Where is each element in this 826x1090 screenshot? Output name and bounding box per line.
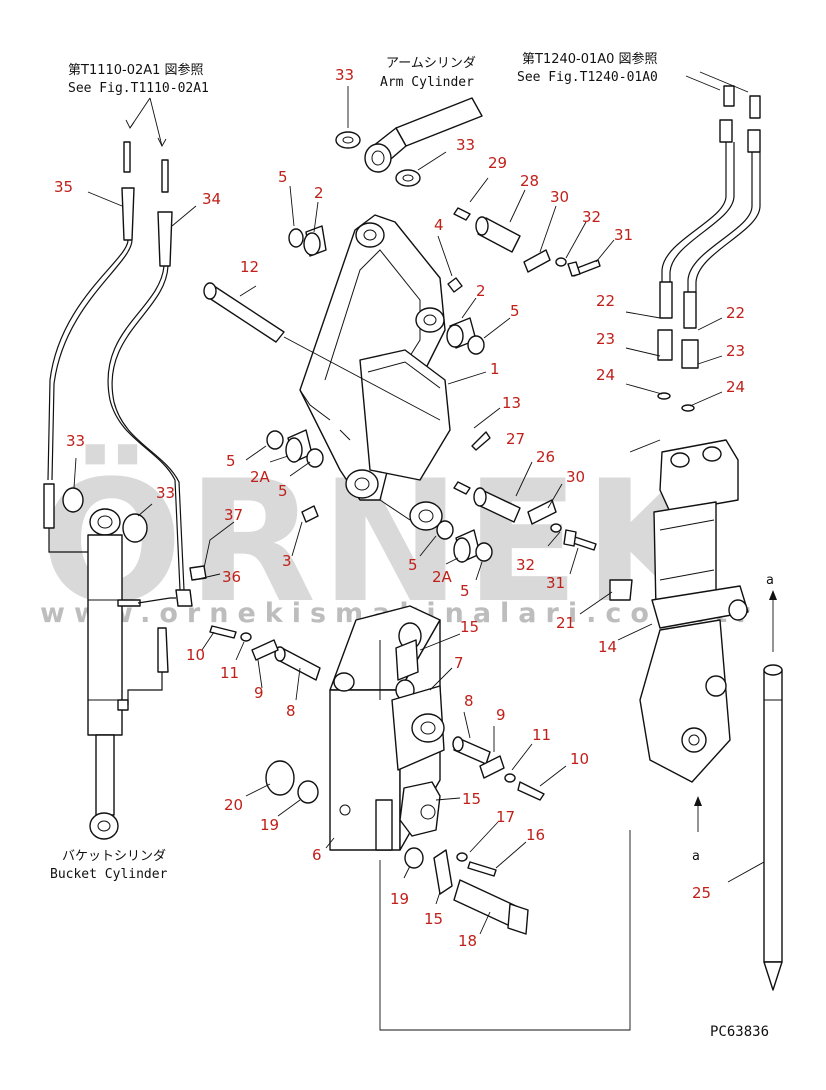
callout: 10 [570,750,589,768]
callout: 33 [66,432,85,450]
callout: 25 [692,884,711,902]
bucket-cylinder-label: バケットシリンダ Bucket Cylinder [50,849,168,882]
reference-left-jp: 第T1110-02A1 図参照 [68,62,204,78]
callout: 9 [496,706,506,724]
callout: 8 [464,692,474,710]
reference-left: 第T1110-02A1 図参照 See Fig.T1110-02A1 [68,62,209,147]
arm-cylinder-label: アームシリンダ Arm Cylinder [380,56,476,90]
upper-pin-set [453,207,601,277]
callout: 36 [222,568,241,586]
callout: 15 [424,910,443,928]
callout: 11 [220,664,239,682]
view-marker-bottom: a [692,849,700,864]
upper-bushings [288,225,485,355]
bracket-assembly [299,214,451,531]
callout: 6 [312,846,322,864]
callout: 30 [566,468,585,486]
callout: 22 [726,304,745,322]
callout: 2 [476,282,486,300]
callout: 31 [546,574,565,592]
view-marker-top: a [766,573,774,588]
callout: 15 [460,618,479,636]
reference-left-en: See Fig.T1110-02A1 [68,81,209,96]
view-marker: a a [692,573,777,864]
callout: 1 [490,360,500,378]
leader-lines [73,86,765,935]
callout: 19 [390,890,409,908]
hydraulic-breaker [609,439,749,783]
callout: 2A [432,568,453,586]
reference-right-jp: 第T1240-01A0 図参照 [522,51,658,67]
left-hoses [43,141,185,591]
assembly-bracket-lines [379,830,631,1031]
callout: 14 [598,638,617,656]
callout: 32 [582,208,601,226]
callout: 29 [488,154,507,172]
pin-12 [203,282,441,421]
lower-pin-set [453,431,597,551]
callout: 30 [550,188,569,206]
chisel [763,664,783,991]
adapters [157,565,207,673]
callout: 23 [596,330,615,348]
callout: 13 [502,394,521,412]
callout: 24 [596,366,615,384]
bucket-cylinder-en: Bucket Cylinder [50,867,168,882]
callout: 10 [186,646,205,664]
reference-right: 第T1240-01A0 図参照 See Fig.T1240-01A0 [517,51,749,93]
callout: 2 [314,184,324,202]
callout: 7 [454,654,464,672]
callout: 16 [526,826,545,844]
callout: 33 [156,484,175,502]
callout: 26 [536,448,555,466]
callouts: 33 33 29 28 30 32 31 5 2 4 2 5 12 1 13 2… [54,66,745,950]
callout: 4 [434,216,444,234]
callout: 19 [260,816,279,834]
arm-cylinder [335,97,483,187]
bucket-cylinder-jp: バケットシリンダ [62,849,166,864]
callout: 2A [250,468,271,486]
callout: 33 [335,66,354,84]
callout: 8 [286,702,296,720]
arm-cylinder-jp: アームシリンダ [386,56,476,71]
callout: 31 [614,226,633,244]
callout: 5 [510,302,520,320]
right-hoses [657,85,761,412]
callout: 9 [254,684,264,702]
callout: 5 [460,582,470,600]
callout: 24 [726,378,745,396]
callout: 5 [278,482,288,500]
callout: 33 [456,136,475,154]
callout: 21 [556,614,575,632]
callout: 15 [462,790,481,808]
lower-bushings [266,429,493,563]
callout: 5 [408,556,418,574]
callout: 12 [240,258,259,276]
arm-cylinder-en: Arm Cylinder [380,75,474,90]
body-hardware [209,625,545,935]
callout: 5 [226,452,236,470]
callout: 27 [506,430,525,448]
callout: 20 [224,796,243,814]
callout: 28 [520,172,539,190]
reference-right-en: See Fig.T1240-01A0 [517,70,658,85]
callout: 22 [596,292,615,310]
callout: 3 [282,552,292,570]
callout: 5 [278,168,288,186]
drawing-number: PC63836 [710,1024,769,1040]
callout: 37 [224,506,243,524]
callout: 18 [458,932,477,950]
callout: 35 [54,178,73,196]
callout: 11 [532,726,551,744]
bucket-cylinder [62,487,176,840]
callout: 34 [202,190,221,208]
callout: 17 [496,808,515,826]
callout: 32 [516,556,535,574]
callout: 23 [726,342,745,360]
